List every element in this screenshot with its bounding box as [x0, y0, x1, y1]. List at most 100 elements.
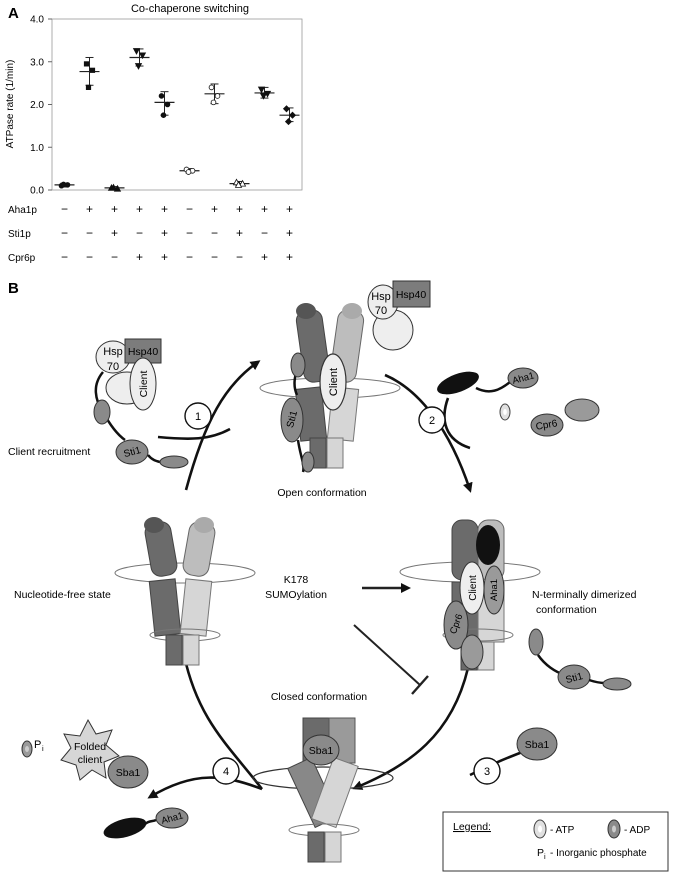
sba1-incoming: Sba1	[516, 727, 558, 761]
released-pi: P i	[21, 739, 44, 758]
sti1-open: Sti1	[280, 352, 315, 473]
arrow-ndimer-to-closed	[352, 667, 470, 790]
data-point	[164, 101, 171, 108]
sign-cpr6p: −	[186, 250, 193, 264]
row-label-cpr6p: Cpr6p	[8, 253, 36, 264]
step-1-circle	[184, 402, 212, 430]
data-point	[185, 169, 192, 175]
sign-cpr6p: +	[161, 250, 168, 264]
sti1-released: Sti1	[528, 628, 632, 691]
incoming-cochaperones: Aha1 Cpr6	[437, 367, 600, 437]
aha1-ndimer-label: Aha1	[489, 579, 500, 601]
aha1-released: Aha1	[103, 807, 189, 839]
step-3-label: 3	[484, 766, 490, 778]
data-point	[257, 86, 266, 94]
data-point	[282, 105, 291, 113]
data-point	[85, 84, 92, 90]
data-point	[109, 183, 118, 191]
y-tick-label: 4.0	[30, 15, 44, 26]
sign-aha1p: −	[61, 202, 68, 216]
data-point	[210, 99, 217, 106]
step-1-label: 1	[195, 411, 201, 423]
data-point	[132, 48, 141, 55]
sign-cpr6p: +	[261, 250, 268, 264]
legend-pi: P	[537, 847, 544, 859]
panel-b-label: B	[8, 280, 19, 297]
hsp90-open	[259, 303, 401, 469]
data-point	[234, 181, 243, 188]
sign-aha1p: −	[186, 202, 193, 216]
sign-sti1p: +	[236, 226, 243, 240]
hsp40-label: Hsp40	[128, 346, 159, 358]
data-point	[288, 111, 297, 119]
sba1-closed: Sba1	[302, 734, 340, 766]
y-tick-label: 3.0	[30, 57, 44, 68]
ndimer-cochaperones: Client Aha1 Cpr6	[443, 561, 505, 670]
sign-aha1p: +	[136, 202, 143, 216]
panel-a-label: A	[8, 5, 19, 22]
sign-grid: −++++−++++−−+−+−−+−+−−−++−−−++	[61, 202, 293, 264]
sumo-site: K178	[284, 574, 309, 586]
sti1-open-label: Sti1	[285, 409, 300, 429]
sign-cpr6p: +	[286, 250, 293, 264]
stage-nucleotide-free: Nucleotide-free state	[14, 589, 111, 601]
step-4-label: 4	[223, 766, 229, 778]
sign-cpr6p: −	[211, 250, 218, 264]
client-recruit-label: Client	[138, 371, 150, 398]
sign-aha1p: +	[111, 202, 118, 216]
cpr6-in-label: Cpr6	[535, 418, 559, 433]
arrow-cochaperones-in	[443, 397, 471, 450]
sba1-incoming-label: Sba1	[525, 739, 550, 751]
data-point	[259, 93, 268, 100]
stage-ndimer-2: conformation	[536, 604, 597, 616]
sign-cpr6p: +	[136, 250, 143, 264]
y-tick-label: 2.0	[30, 100, 44, 111]
data-point	[238, 179, 247, 187]
sign-sti1p: +	[286, 226, 293, 240]
data-point	[60, 181, 67, 188]
step-4-circle	[212, 757, 240, 785]
sign-sti1p: −	[211, 226, 218, 240]
sign-sti1p: −	[61, 226, 68, 240]
client-open: Client	[319, 353, 347, 411]
sign-aha1p: +	[261, 202, 268, 216]
sign-cpr6p: −	[61, 250, 68, 264]
hsp90-nucleotide-free	[114, 517, 256, 666]
sba1-released-label: Sba1	[116, 767, 141, 779]
sign-cpr6p: −	[111, 250, 118, 264]
data-point	[83, 61, 90, 67]
sign-sti1p: −	[136, 226, 143, 240]
pi-sub-label: i	[42, 744, 44, 753]
data-points	[54, 48, 300, 192]
arrow-closed-to-free	[180, 652, 264, 790]
step-2-label: 2	[429, 415, 435, 427]
hsp70-free-label-2: 70	[375, 305, 387, 317]
sti1-released-label: Sti1	[565, 671, 585, 686]
client-open-label: Client	[328, 368, 340, 396]
condition-table: Aha1p Sti1p Cpr6p −++++−++++−−+−+−−+−+−−…	[8, 202, 293, 264]
sign-aha1p: +	[211, 202, 218, 216]
plot-frame	[51, 18, 303, 191]
data-point	[138, 52, 147, 60]
sumo-label: SUMOylation	[265, 589, 327, 601]
hsp40-free-label: Hsp40	[396, 289, 427, 301]
hsp70-free-label-1: Hsp	[371, 291, 391, 303]
y-tick-label: 1.0	[30, 143, 44, 154]
chart-title: Co-chaperone switching	[131, 3, 249, 15]
sign-cpr6p: −	[236, 250, 243, 264]
legend-atp: - ATP	[550, 825, 575, 836]
sign-aha1p: +	[86, 202, 93, 216]
data-point	[158, 93, 165, 99]
sti1-recruit-label: Sti1	[123, 445, 143, 460]
folded-client-label-2: client	[78, 754, 103, 766]
data-point	[208, 84, 215, 91]
legend-title: Legend:	[453, 821, 491, 833]
data-point	[160, 112, 167, 118]
step-2-circle	[418, 406, 446, 434]
step-3-circle	[473, 757, 501, 785]
data-point	[89, 67, 96, 73]
stage-closed: Closed conformation	[271, 691, 367, 703]
stage-open: Open conformation	[277, 487, 366, 499]
